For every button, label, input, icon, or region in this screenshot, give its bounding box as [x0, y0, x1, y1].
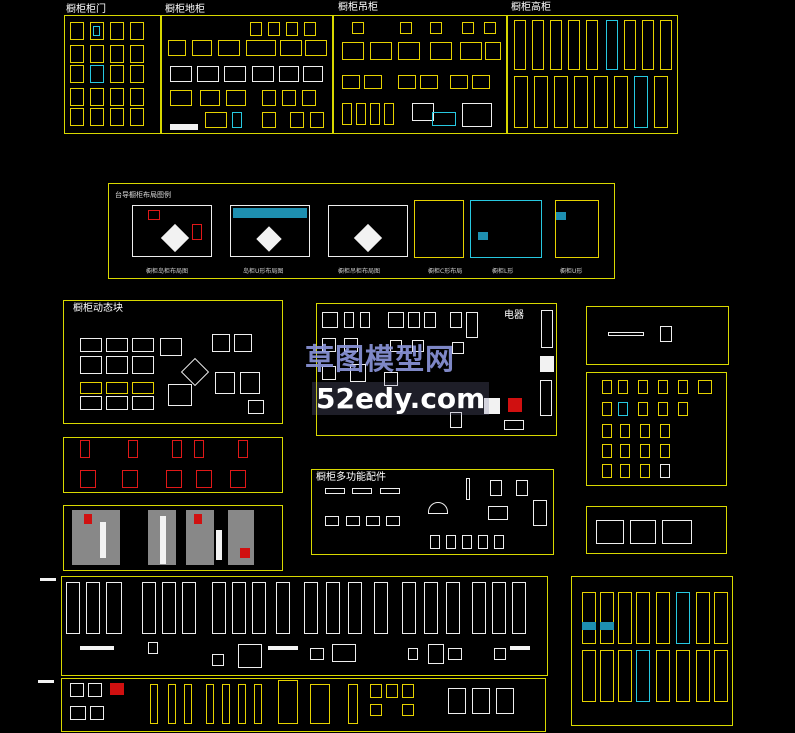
title-base-cabinet: 橱柜地柜: [165, 4, 205, 15]
panel-appliances: [316, 303, 557, 436]
title-tall-cabinet: 橱柜高柜: [511, 2, 551, 13]
watermark-title: 草图模型网: [305, 342, 456, 376]
panel-layout-examples: [108, 183, 615, 279]
title-appliances: 电器: [504, 310, 524, 321]
title-cabinet-door: 橱柜柜门: [66, 4, 106, 15]
panel-tall-cabinet: [507, 15, 678, 134]
panel-bottom-details: [61, 678, 546, 732]
panel-base-cabinet: [161, 15, 333, 134]
panel-wall-cabinet: [333, 15, 507, 134]
panel-red-tall-units: [63, 437, 283, 493]
panel-elevation-figures: [63, 505, 283, 571]
panel-right-tall: [571, 576, 733, 726]
panel-multifunction: [311, 469, 554, 555]
title-wall-cabinet: 橱柜吊柜: [338, 2, 378, 13]
watermark-url: 52edy.com: [312, 382, 490, 415]
panel-right-mid: [586, 506, 727, 554]
title-multifunction: 橱柜多功能配件: [316, 472, 386, 483]
layout-caption-5: 橱柜L形: [492, 268, 514, 275]
panel-dynamic-blocks: [63, 300, 283, 424]
layout-caption-3: 橱柜吊柜布局图: [338, 268, 381, 275]
title-dynamic-blocks: 橱柜动态块: [73, 303, 123, 314]
layout-caption-1: 橱柜岛柜布局图: [146, 268, 189, 275]
panel-bottom-tall: [61, 576, 548, 676]
panel-right-doors: [586, 372, 727, 486]
panel-cabinet-door: [64, 15, 161, 134]
title-layout-examples: 台导橱柜布局图例: [115, 191, 171, 199]
layout-caption-2: 岛柜U形布局图: [243, 268, 284, 275]
panel-right-top: [586, 306, 729, 365]
layout-caption-4: 橱柜C形布局: [428, 268, 463, 275]
layout-caption-6: 橱柜U形: [560, 268, 583, 275]
